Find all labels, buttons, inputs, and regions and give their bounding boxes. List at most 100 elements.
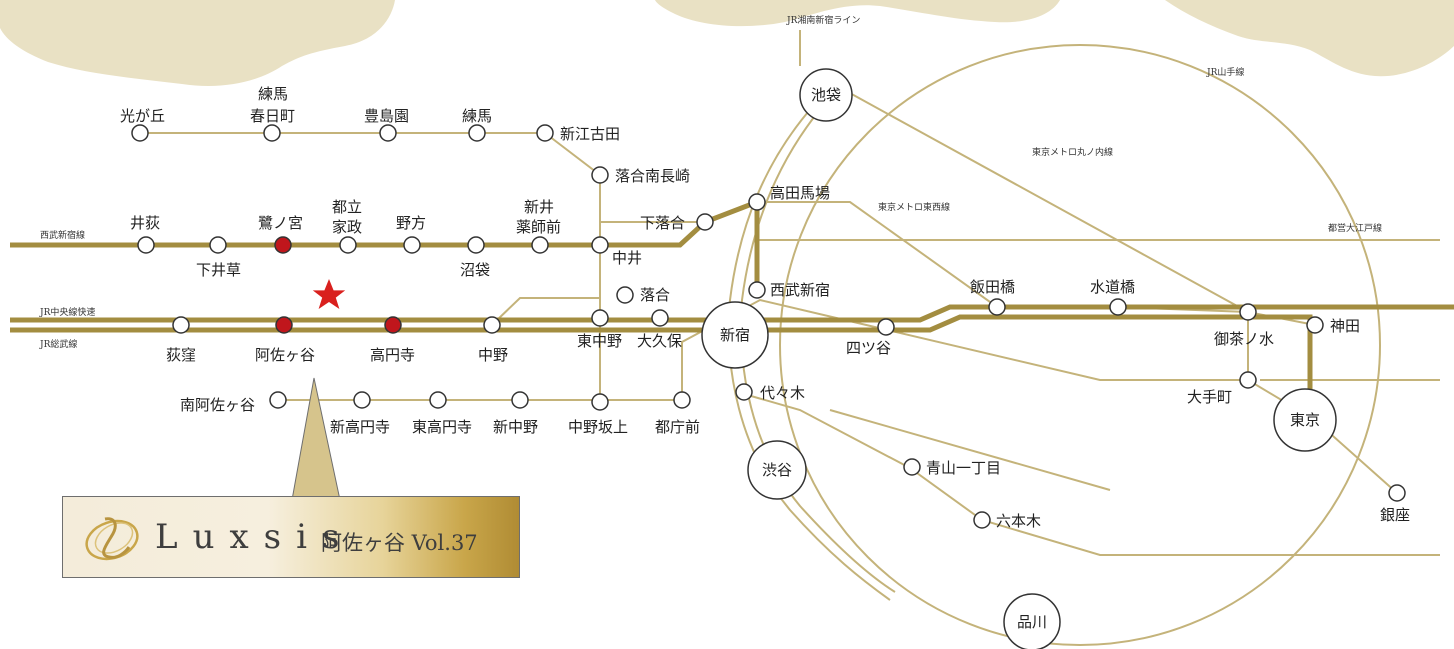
station-nerima[interactable] xyxy=(468,124,486,142)
station-shin-koenji[interactable] xyxy=(353,391,371,409)
station-iogi[interactable] xyxy=(137,236,155,254)
station-asagaya-highlight[interactable] xyxy=(275,316,293,334)
label-seibu-shinjuku: 西武新宿 xyxy=(770,281,830,299)
label-tochomae: 都庁前 xyxy=(655,418,700,436)
station-iidabashi[interactable] xyxy=(988,298,1006,316)
station-shimo-igusa[interactable] xyxy=(209,236,227,254)
line-label-chuo-rapid: JR中央線快速 xyxy=(39,306,95,318)
station-okubo[interactable] xyxy=(651,309,669,327)
label-higashi-nakano: 東中野 xyxy=(577,332,622,350)
station-higashi-koenji[interactable] xyxy=(429,391,447,409)
label-saginomiya: 鷺ノ宮 xyxy=(258,214,303,232)
station-toshimaen[interactable] xyxy=(379,124,397,142)
highlighted-stations xyxy=(274,236,402,334)
background-wash-center xyxy=(655,0,1060,27)
station-minami-asagaya[interactable] xyxy=(269,391,287,409)
station-nakai[interactable] xyxy=(591,236,609,254)
station-koenji-highlight[interactable] xyxy=(384,316,402,334)
station-kanda[interactable] xyxy=(1306,316,1324,334)
line-label-seibu-shinjuku: 西武新宿線 xyxy=(40,229,85,241)
line-label-yamanote: JR山手線 xyxy=(1206,66,1244,78)
station-shinagawa[interactable] xyxy=(1003,593,1061,649)
station-arai-yakushimae[interactable] xyxy=(531,236,549,254)
station-roppongi[interactable] xyxy=(973,511,991,529)
station-tochomae[interactable] xyxy=(673,391,691,409)
label-shibuya: 渋谷 xyxy=(762,461,792,479)
chuo-rapid-line xyxy=(10,304,1454,323)
luxsis-banner[interactable]: Luxsis 阿佐ヶ谷 Vol.37 xyxy=(62,496,520,578)
label-ikebukuro: 池袋 xyxy=(811,86,841,104)
label-takadanobaba: 高田馬場 xyxy=(770,184,830,202)
line-label-tozai: 東京メトロ東西線 xyxy=(878,201,950,213)
label-ogikubo: 荻窪 xyxy=(166,346,196,364)
yamanote-line xyxy=(779,44,1381,646)
station-otemachi[interactable] xyxy=(1239,371,1257,389)
station-ochanomizu[interactable] xyxy=(1239,303,1257,321)
label-arai-yakushimae-2: 薬師前 xyxy=(516,218,561,236)
station-nogata[interactable] xyxy=(403,236,421,254)
station-shibuya[interactable] xyxy=(747,440,807,500)
label-nerima: 練馬 xyxy=(462,107,492,125)
banner-property-name: 阿佐ヶ谷 Vol.37 xyxy=(321,531,478,555)
station-yoyogi[interactable] xyxy=(735,383,753,401)
station-nakano-sakaue[interactable] xyxy=(591,393,609,411)
label-kanda: 神田 xyxy=(1330,317,1360,335)
label-nogata: 野方 xyxy=(396,214,426,232)
label-shin-nakano: 新中野 xyxy=(493,418,538,436)
label-nakano: 中野 xyxy=(478,346,508,364)
star-icon xyxy=(312,279,346,309)
label-hikarigaoka: 光が丘 xyxy=(120,107,165,125)
background-wash-right xyxy=(1165,0,1454,77)
station-tokyo[interactable] xyxy=(1273,388,1337,452)
station-hikarigaoka[interactable] xyxy=(131,124,149,142)
label-asagaya: 阿佐ヶ谷 xyxy=(255,346,315,364)
label-yoyogi: 代々木 xyxy=(760,384,805,402)
station-shin-nakano[interactable] xyxy=(511,391,529,409)
luxsis-logo-icon xyxy=(85,517,139,561)
line-label-marunouchi: 東京メトロ丸ノ内線 xyxy=(1032,146,1113,158)
banner-callout-pointer xyxy=(291,377,341,501)
label-otemachi: 大手町 xyxy=(1187,388,1232,406)
shonan-shinjuku-line xyxy=(727,30,891,601)
background-wash-left xyxy=(0,0,395,86)
label-shimo-ochiai: 下落合 xyxy=(640,214,685,232)
hub-stations xyxy=(701,68,1337,649)
label-okubo: 大久保 xyxy=(637,332,682,350)
label-toritsu-kasei-2: 家政 xyxy=(332,218,362,236)
station-shin-egota[interactable] xyxy=(536,124,554,142)
label-ochanomizu: 御茶ノ水 xyxy=(1214,330,1274,348)
label-yotsuya: 四ツ谷 xyxy=(846,339,891,357)
line-label-sobu: JR総武線 xyxy=(39,338,77,350)
station-ochiai[interactable] xyxy=(616,286,634,304)
label-shinagawa: 品川 xyxy=(1017,613,1047,631)
station-numabukuro[interactable] xyxy=(467,236,485,254)
station-seibu-shinjuku[interactable] xyxy=(748,281,766,299)
label-suidobashi: 水道橋 xyxy=(1090,278,1135,296)
station-ochiai-minami-nagasaki[interactable] xyxy=(591,166,609,184)
station-saginomiya-highlight[interactable] xyxy=(274,236,292,254)
station-higashi-nakano[interactable] xyxy=(591,309,609,327)
station-ikebukuro[interactable] xyxy=(799,68,853,122)
label-iidabashi: 飯田橋 xyxy=(970,278,1015,296)
station-nakano[interactable] xyxy=(483,316,501,334)
station-nerima-kasugacho[interactable] xyxy=(263,124,281,142)
label-shin-egota: 新江古田 xyxy=(560,125,620,143)
banner-brand-text: Luxsis xyxy=(155,517,355,557)
oedo-line xyxy=(140,132,1440,556)
station-shimo-ochiai[interactable] xyxy=(696,213,714,231)
station-shinjuku[interactable] xyxy=(701,301,769,369)
station-takadanobaba[interactable] xyxy=(748,193,766,211)
label-arai-yakushimae-1: 新井 xyxy=(524,198,554,216)
label-shimo-igusa: 下井草 xyxy=(196,261,241,279)
label-numabukuro: 沼袋 xyxy=(460,261,490,279)
station-aoyama-itchome[interactable] xyxy=(903,458,921,476)
station-ogikubo[interactable] xyxy=(172,316,190,334)
station-ginza[interactable] xyxy=(1388,484,1406,502)
label-roppongi: 六本木 xyxy=(996,512,1041,530)
label-tokyo: 東京 xyxy=(1290,411,1320,429)
label-aoyama-itchome: 青山一丁目 xyxy=(926,459,1001,477)
station-yotsuya[interactable] xyxy=(877,318,895,336)
station-suidobashi[interactable] xyxy=(1109,298,1127,316)
station-toritsu-kasei[interactable] xyxy=(339,236,357,254)
